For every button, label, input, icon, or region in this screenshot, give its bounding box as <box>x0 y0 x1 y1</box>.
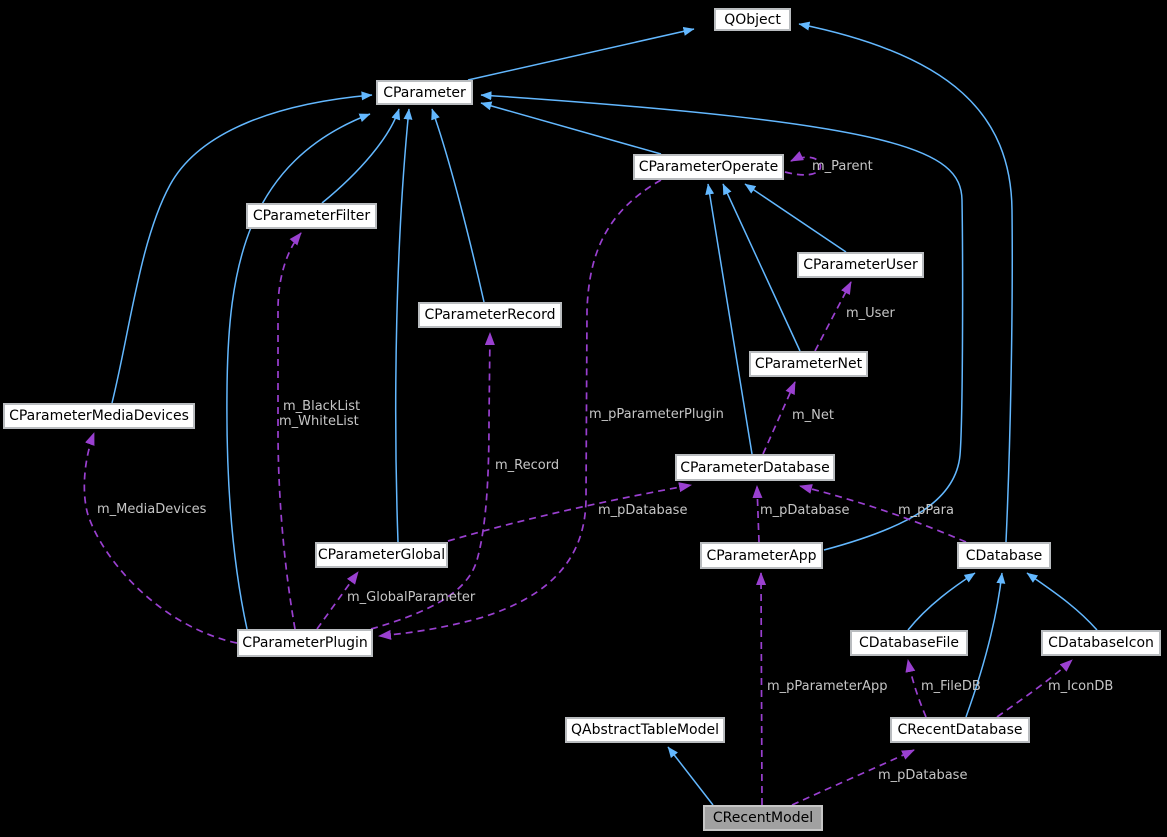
edge-cparameteroperate-cparameter <box>480 101 662 155</box>
edge-cparameterfilter-cparameter <box>321 108 401 204</box>
node-crecentdatabase[interactable]: CRecentDatabase <box>890 717 1030 743</box>
edge-label-m-pparameterapp: m_pParameterApp <box>767 679 888 694</box>
edge-label-m-whitelist: m_WhiteList <box>279 414 359 429</box>
edge-m-net <box>762 381 796 455</box>
edge-m-pparameterapp <box>756 572 767 806</box>
edge-label-m-pparameterplugin: m_pParameterPlugin <box>589 407 724 422</box>
node-cparameterplugin[interactable]: CParameterPlugin <box>237 629 373 657</box>
edge-cparameter-qobject <box>467 26 695 81</box>
node-cdatabaseicon[interactable]: CDatabaseIcon <box>1041 630 1161 656</box>
node-qobject[interactable]: QObject <box>714 8 791 31</box>
edge-label-m-record: m_Record <box>495 458 560 473</box>
edge-cparameterglobal-cparameter <box>394 108 413 543</box>
edge-cdatabaseicon-cdatabase <box>1026 572 1098 631</box>
edge-m-mediadevices <box>83 432 238 644</box>
edge-label-m-pdatabase-app: m_pDatabase <box>760 503 850 518</box>
edge-m-pdatabase-recent <box>791 749 915 806</box>
edge-cdatabasefile-cdatabase <box>907 572 976 631</box>
edge-label-m-globalparameter: m_GlobalParameter <box>347 590 476 605</box>
edge-cparameterapp-cparameter <box>480 91 964 551</box>
edge-label-m-pdatabase-recent: m_pDatabase <box>878 768 968 783</box>
edge-cparameterplugin-cparameter <box>226 113 371 630</box>
node-cparameternet[interactable]: CParameterNet <box>749 351 868 377</box>
edge-label-m-user: m_User <box>846 306 895 321</box>
edge-cparameteruser-cparameteroperate <box>744 183 847 253</box>
node-crecentmodel[interactable]: CRecentModel <box>703 805 823 831</box>
edge-cparameterdatabase-cparameteroperate <box>705 183 753 455</box>
edge-crecentmodel-qabstracttablemodel <box>667 746 714 806</box>
edge-cparameterrecord-cparameter <box>431 108 485 303</box>
node-cdatabase[interactable]: CDatabase <box>957 542 1051 569</box>
node-cparameteroperate[interactable]: CParameterOperate <box>633 154 784 180</box>
edge-label-m-blacklist: m_BlackList <box>283 399 361 414</box>
node-qabstracttablemodel[interactable]: QAbstractTableModel <box>565 717 725 743</box>
edge-cparametermediadevices-cparameter <box>111 91 373 404</box>
edge-label-m-filedb: m_FileDB <box>921 679 981 694</box>
node-cparameter[interactable]: CParameter <box>376 80 473 105</box>
node-cparameterapp[interactable]: CParameterApp <box>700 542 823 569</box>
node-cparameteruser[interactable]: CParameterUser <box>797 252 924 278</box>
edge-crecentdatabase-cdatabase <box>965 572 1006 718</box>
edge-m-filedb <box>905 659 927 718</box>
edge-label-m-ppara: m_pPara <box>898 503 954 518</box>
edge-m-icondb <box>996 659 1073 718</box>
edge-m-pdatabase-app <box>752 485 763 543</box>
edge-m-record <box>370 332 495 630</box>
edge-m-user <box>814 281 852 352</box>
edge-label-m-net: m_Net <box>792 408 834 423</box>
edge-m-parent-selfloop <box>784 151 822 176</box>
node-cparameterfilter[interactable]: CParameterFilter <box>246 203 377 229</box>
node-cparameterrecord[interactable]: CParameterRecord <box>418 302 562 328</box>
node-cparametermediadevices[interactable]: CParameterMediaDevices <box>3 403 195 429</box>
node-cdatabasefile[interactable]: CDatabaseFile <box>850 630 968 656</box>
edge-cparameternet-cparameteroperate <box>722 183 801 352</box>
edge-m-pparameterplugin <box>378 179 662 640</box>
edge-label-m-icondb: m_IconDB <box>1048 679 1114 694</box>
edge-cdatabase-qobject <box>798 21 1013 543</box>
node-cparameterglobal[interactable]: CParameterGlobal <box>315 542 448 568</box>
edge-label-m-parent: m_Parent <box>812 159 873 174</box>
edge-label-m-mediadevices: m_MediaDevices <box>97 502 207 517</box>
edge-label-m-pdatabase-global: m_pDatabase <box>598 503 688 518</box>
edge-m-blacklist-whitelist <box>277 232 302 630</box>
edge-m-pdatabase-global <box>447 482 692 542</box>
node-cparameterdatabase[interactable]: CParameterDatabase <box>675 454 835 481</box>
